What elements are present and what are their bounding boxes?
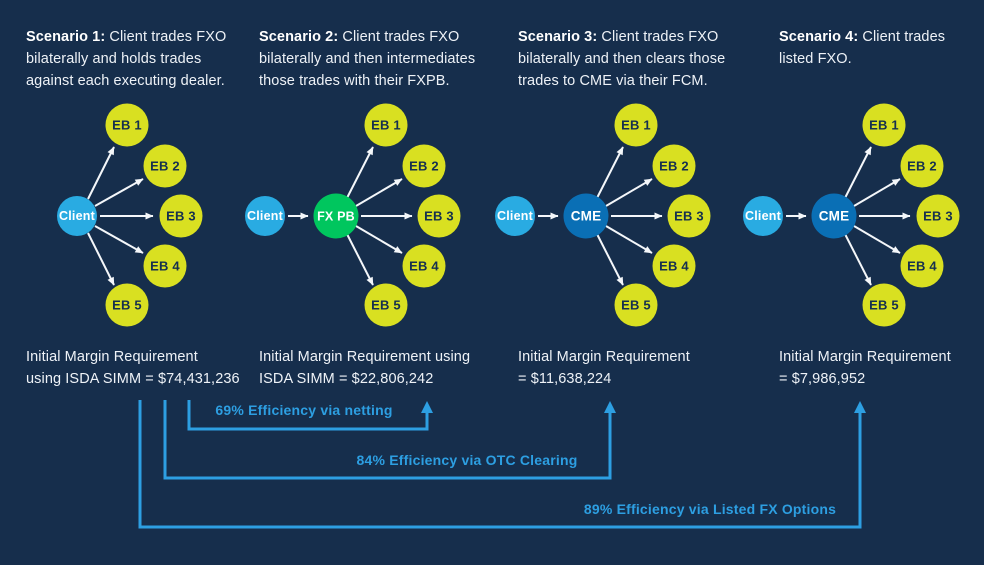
eb5-node-s2: EB 5 — [364, 283, 408, 327]
fxpb-node-s2: FX PB — [313, 193, 359, 239]
scenario-1-title-bold: Scenario 1: — [26, 29, 106, 45]
eb3-node-s4: EB 3 — [916, 194, 960, 238]
eb4-node-s2: EB 4 — [402, 244, 446, 288]
eb3-node-s1: EB 3 — [159, 194, 203, 238]
scenario-2-margin-line1: Initial Margin Requirement using — [259, 349, 471, 365]
cme-node-s4: CME — [811, 193, 857, 239]
efficiency-label-netting: 69% Efficiency via netting — [215, 402, 393, 418]
scenario-4-title-rest: Client trades listed FXO. — [779, 29, 946, 67]
scenario-2-margin-line2: ISDA SIMM = $22,806,242 — [259, 371, 434, 387]
client-node-s3: Client — [495, 196, 535, 236]
eb1-node-s4: EB 1 — [862, 103, 906, 147]
scenario-1-margin-line2: using ISDA SIMM = $74,431,236 — [26, 371, 240, 387]
scenario-2-arrows — [288, 146, 413, 286]
scenario-3-margin-line2: = $11,638,224 — [518, 371, 612, 387]
scenario-2-title-bold: Scenario 2: — [259, 29, 339, 45]
eb5-node-s3: EB 5 — [614, 283, 658, 327]
eb1-node-s2: EB 1 — [364, 103, 408, 147]
eb2-node-s3: EB 2 — [652, 144, 696, 188]
bracket-84-line — [163, 400, 616, 480]
scenario-4-title: Scenario 4: Client trades listed FXO. — [779, 26, 954, 70]
efficiency-label-otc-clearing: 84% Efficiency via OTC Clearing — [356, 452, 578, 468]
scenario-2-title: Scenario 2: Client trades FXO bilaterall… — [259, 26, 487, 92]
eb3-node-s2: EB 3 — [417, 194, 461, 238]
eb2-node-s4: EB 2 — [900, 144, 944, 188]
scenario-1-margin-line1: Initial Margin Requirement — [26, 349, 198, 365]
eb5-node-s4: EB 5 — [862, 283, 906, 327]
scenario-3-arrows — [538, 146, 663, 286]
scenario-3-title: Scenario 3: Client trades FXO bilaterall… — [518, 26, 746, 92]
scenario-3-title-rest: Client trades FXO bilaterally and then c… — [518, 29, 726, 89]
efficiency-label-listed-fx-options: 89% Efficiency via Listed FX Options — [583, 501, 837, 517]
eb4-node-s1: EB 4 — [143, 244, 187, 288]
eb5-node-s1: EB 5 — [105, 283, 149, 327]
scenario-2-title-rest: Client trades FXO bilaterally and then i… — [259, 29, 476, 89]
scenario-4-arrows — [786, 146, 911, 286]
client-node-s4: Client — [743, 196, 783, 236]
scenario-4-margin-line2: = $7,986,952 — [779, 371, 866, 387]
scenario-3-margin: Initial Margin Requirement = $11,638,224 — [518, 346, 690, 390]
eb4-node-s3: EB 4 — [652, 244, 696, 288]
eb2-node-s2: EB 2 — [402, 144, 446, 188]
eb3-node-s3: EB 3 — [667, 194, 711, 238]
scenario-3-margin-line1: Initial Margin Requirement — [518, 349, 690, 365]
scenario-3-title-bold: Scenario 3: — [518, 29, 598, 45]
scenario-4-margin: Initial Margin Requirement = $7,986,952 — [779, 346, 951, 390]
client-node-s1: Client — [57, 196, 97, 236]
scenario-2-margin: Initial Margin Requirement using ISDA SI… — [259, 346, 470, 390]
scenario-1-title: Scenario 1: Client trades FXO bilaterall… — [26, 26, 234, 92]
eb1-node-s1: EB 1 — [105, 103, 149, 147]
eb2-node-s1: EB 2 — [143, 144, 187, 188]
eb4-node-s4: EB 4 — [900, 244, 944, 288]
bracket-69-line — [187, 400, 433, 431]
bracket-89-line — [138, 400, 866, 529]
scenario-1-arrows — [87, 146, 154, 286]
scenario-4-title-bold: Scenario 4: — [779, 29, 859, 45]
client-node-s2: Client — [245, 196, 285, 236]
cme-node-s3: CME — [563, 193, 609, 239]
scenario-1-title-rest: Client trades FXO bilaterally and holds … — [26, 29, 227, 89]
scenario-1-margin: Initial Margin Requirement using ISDA SI… — [26, 346, 240, 390]
scenario-4-margin-line1: Initial Margin Requirement — [779, 349, 951, 365]
eb1-node-s3: EB 1 — [614, 103, 658, 147]
